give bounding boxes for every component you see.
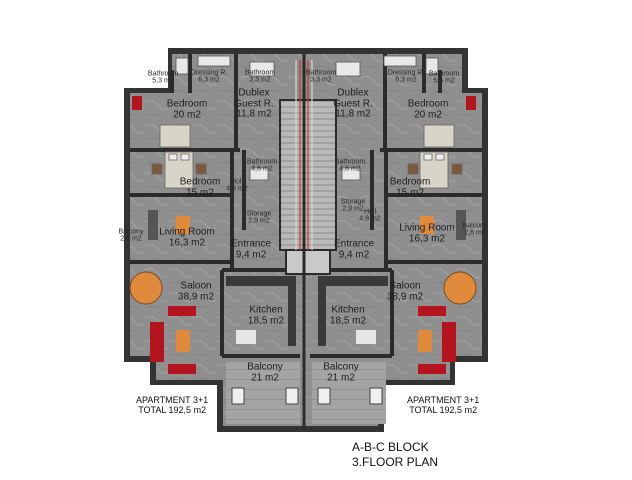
room-label: Dublex Guest R.11,8 m2	[333, 87, 373, 120]
room-label: Dressing R.6,3 m2	[190, 69, 228, 84]
room-label: Dressing R.6,3 m2	[387, 69, 425, 84]
interior-walls	[130, 54, 482, 358]
beds	[151, 124, 463, 189]
kitchen-counters	[226, 276, 388, 346]
bathroom-fixtures	[175, 55, 439, 181]
bottom-balconies	[226, 362, 386, 424]
stair-core	[279, 54, 337, 430]
saloon-furniture	[129, 96, 477, 374]
room-label: Dublex Guest R.11,8 m2	[234, 87, 274, 120]
living-furniture	[148, 210, 466, 240]
